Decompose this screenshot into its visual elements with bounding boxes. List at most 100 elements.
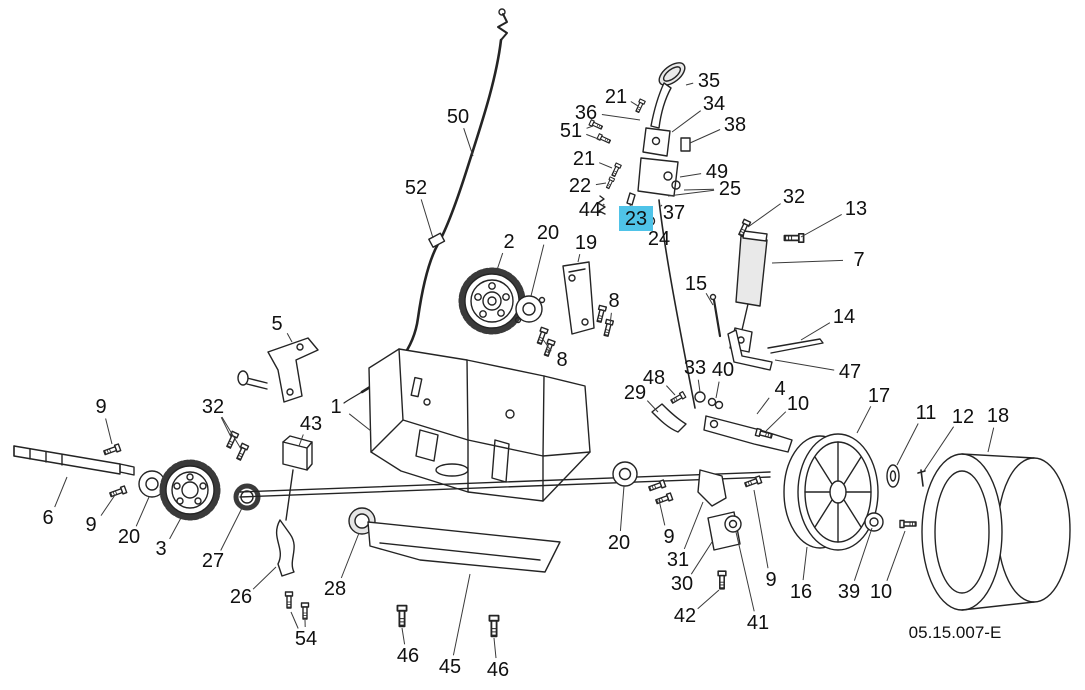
part-callout-38[interactable]: 38 bbox=[724, 114, 746, 136]
part-callout-21[interactable]: 21 bbox=[573, 148, 595, 170]
part-callout-8[interactable]: 8 bbox=[608, 290, 619, 312]
leader-line bbox=[802, 546, 808, 581]
leader-line bbox=[530, 244, 545, 297]
part-callout-19[interactable]: 19 bbox=[575, 232, 597, 254]
part-callout-32[interactable]: 32 bbox=[202, 396, 224, 418]
part-callout-21[interactable]: 21 bbox=[605, 86, 627, 108]
leader-line bbox=[420, 199, 434, 239]
leader-line bbox=[697, 589, 720, 610]
diagram-line-art bbox=[13, 8, 1071, 638]
leader-line bbox=[800, 213, 842, 238]
part-callout-8[interactable]: 8 bbox=[556, 349, 567, 371]
part-gear-large bbox=[458, 267, 526, 335]
part-callout-31[interactable]: 31 bbox=[667, 549, 689, 571]
leader-line bbox=[577, 253, 581, 263]
part-callout-24[interactable]: 24 bbox=[648, 228, 670, 250]
part-damper bbox=[729, 218, 805, 353]
part-callout-16[interactable]: 16 bbox=[790, 581, 812, 603]
part-callout-32[interactable]: 32 bbox=[783, 186, 805, 208]
part-callout-5[interactable]: 5 bbox=[271, 313, 282, 335]
part-callout-34[interactable]: 34 bbox=[703, 93, 725, 115]
leader-line bbox=[683, 188, 715, 191]
part-callout-9[interactable]: 9 bbox=[765, 569, 776, 591]
part-callout-11[interactable]: 11 bbox=[916, 402, 937, 424]
part-callout-18[interactable]: 18 bbox=[987, 405, 1009, 427]
part-callout-43[interactable]: 43 bbox=[300, 413, 322, 435]
part-callout-35[interactable]: 35 bbox=[698, 70, 720, 92]
part-callout-36[interactable]: 36 bbox=[575, 102, 597, 124]
leader-line bbox=[923, 426, 955, 472]
part-callout-13[interactable]: 13 bbox=[845, 198, 867, 220]
leader-line bbox=[619, 485, 625, 532]
part-callout-48[interactable]: 48 bbox=[643, 367, 665, 389]
part-callout-28[interactable]: 28 bbox=[324, 578, 346, 600]
part-shift-lever-assembly bbox=[588, 62, 696, 409]
part-callout-9[interactable]: 9 bbox=[95, 396, 106, 418]
part-callout-22[interactable]: 22 bbox=[569, 175, 591, 197]
leader-line bbox=[685, 82, 694, 86]
part-callout-1[interactable]: 1 bbox=[330, 396, 341, 418]
part-callout-6[interactable]: 6 bbox=[42, 507, 53, 529]
leader-line bbox=[705, 293, 714, 306]
part-callout-9[interactable]: 9 bbox=[663, 526, 674, 548]
part-callout-27[interactable]: 27 bbox=[202, 550, 224, 572]
part-callout-3[interactable]: 3 bbox=[155, 538, 166, 560]
leader-line bbox=[690, 541, 713, 575]
part-callout-47[interactable]: 47 bbox=[839, 361, 861, 383]
part-callout-2[interactable]: 2 bbox=[503, 231, 514, 253]
part-callout-46[interactable]: 46 bbox=[397, 645, 419, 667]
leader-line bbox=[715, 381, 720, 399]
part-tire bbox=[921, 453, 1071, 611]
part-callout-45[interactable]: 45 bbox=[439, 656, 461, 678]
leader-line bbox=[100, 494, 116, 516]
part-callout-49[interactable]: 49 bbox=[706, 161, 728, 183]
part-callout-54[interactable]: 54 bbox=[295, 628, 317, 650]
leader-line bbox=[609, 312, 612, 326]
part-callout-52[interactable]: 52 bbox=[405, 177, 427, 199]
part-callout-10[interactable]: 10 bbox=[787, 393, 809, 415]
part-callout-23[interactable]: 23 bbox=[625, 208, 647, 230]
leader-line bbox=[735, 531, 755, 612]
part-callout-46[interactable]: 46 bbox=[487, 659, 509, 681]
part-callout-30[interactable]: 30 bbox=[671, 573, 693, 595]
leader-line bbox=[541, 337, 552, 352]
leader-line bbox=[105, 418, 113, 445]
part-callout-14[interactable]: 14 bbox=[833, 306, 855, 328]
leader-line bbox=[660, 204, 663, 207]
drawing-code: 05.15.007-E bbox=[909, 623, 1002, 642]
leader-line bbox=[221, 416, 242, 450]
part-callout-42[interactable]: 42 bbox=[674, 605, 696, 627]
leader-line bbox=[493, 637, 497, 659]
selected-callout-highlight bbox=[619, 206, 653, 231]
part-callout-4[interactable]: 4 bbox=[774, 378, 785, 400]
part-callout-20[interactable]: 20 bbox=[118, 526, 140, 548]
part-callout-17[interactable]: 17 bbox=[868, 385, 890, 407]
part-callout-12[interactable]: 12 bbox=[952, 406, 974, 428]
part-callout-25[interactable]: 25 bbox=[719, 178, 741, 200]
part-callout-39[interactable]: 39 bbox=[838, 581, 860, 603]
leader-line bbox=[697, 379, 701, 393]
part-callout-29[interactable]: 29 bbox=[624, 382, 646, 404]
leader-line bbox=[599, 162, 613, 169]
part-callout-9[interactable]: 9 bbox=[85, 514, 96, 536]
part-callout-44[interactable]: 44 bbox=[579, 199, 601, 221]
part-callout-26[interactable]: 26 bbox=[230, 586, 252, 608]
part-callout-20[interactable]: 20 bbox=[537, 222, 559, 244]
part-callout-41[interactable]: 41 bbox=[747, 612, 769, 634]
part-washer-round bbox=[864, 512, 917, 532]
leader-line bbox=[54, 476, 68, 508]
label-highlights bbox=[619, 206, 653, 231]
part-callout-10[interactable]: 10 bbox=[870, 581, 892, 603]
part-callout-51[interactable]: 51 bbox=[560, 120, 582, 142]
part-callout-33[interactable]: 33 bbox=[684, 357, 706, 379]
part-callout-37[interactable]: 37 bbox=[663, 202, 685, 224]
part-bracket-plate bbox=[535, 261, 615, 358]
part-callout-15[interactable]: 15 bbox=[685, 273, 707, 295]
part-callout-40[interactable]: 40 bbox=[712, 359, 734, 381]
part-callout-7[interactable]: 7 bbox=[853, 249, 864, 271]
part-callout-50[interactable]: 50 bbox=[447, 106, 469, 128]
part-callout-20[interactable]: 20 bbox=[608, 532, 630, 554]
leader-line bbox=[774, 359, 835, 371]
leader-line bbox=[658, 499, 666, 526]
leader-line bbox=[340, 532, 360, 579]
